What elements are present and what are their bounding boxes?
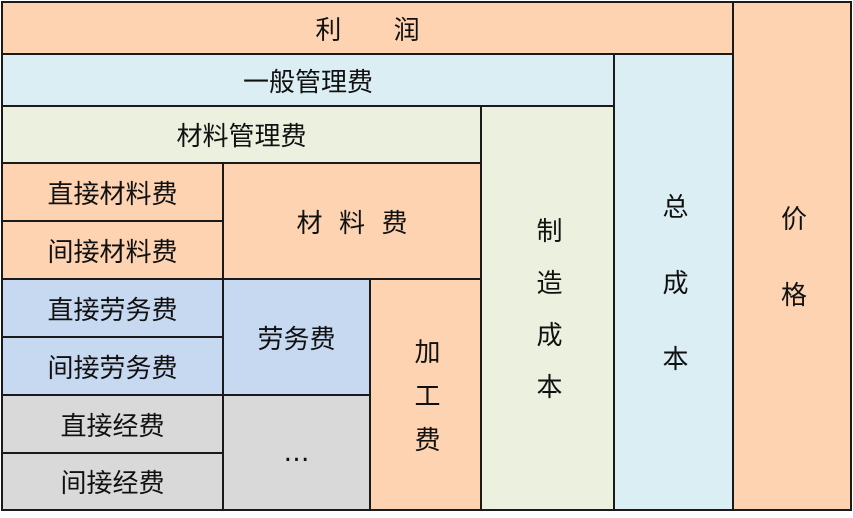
indirect-expense-cell: 间接经费 [1, 452, 224, 511]
indirect-expense-label: 间接经费 [60, 469, 165, 499]
labor-fee-cell: 劳务费 [222, 278, 371, 396]
profit-label: 利 润 [315, 15, 442, 46]
direct-material-fee-cell: 直接材料费 [1, 162, 224, 222]
ellipsis-label: … [283, 437, 310, 468]
processing-fee-cell: 加工费 [369, 278, 482, 511]
material-fee-label: 材 料 费 [296, 208, 408, 239]
total-cost-cell: 总成本 [613, 53, 734, 511]
total-cost-label: 总成本 [658, 193, 688, 421]
price-label: 价格 [776, 205, 807, 357]
processing-fee-label: 加工费 [410, 337, 440, 470]
indirect-labor-fee-cell: 间接劳务费 [1, 336, 224, 396]
direct-expense-label: 直接经费 [60, 411, 165, 442]
direct-expense-cell: 直接经费 [1, 394, 224, 454]
manufacturing-cost-label: 制造成本 [532, 217, 562, 425]
direct-labor-fee-cell: 直接劳务费 [1, 278, 224, 338]
indirect-labor-fee-label: 间接劳务费 [47, 353, 178, 384]
labor-fee-label: 劳务费 [257, 324, 336, 355]
general-admin-fee-label: 一般管理费 [242, 67, 373, 98]
other-expense-cell: … [222, 394, 371, 511]
price-cell: 价格 [732, 1, 852, 511]
general-admin-fee-cell: 一般管理费 [1, 53, 615, 107]
direct-material-fee-label: 直接材料费 [47, 179, 178, 210]
material-fee-cell: 材 料 费 [222, 162, 482, 280]
material-admin-fee-label: 材料管理费 [176, 122, 307, 152]
profit-cell: 利 润 [1, 1, 734, 55]
direct-labor-fee-label: 直接劳务费 [47, 295, 178, 326]
indirect-material-fee-label: 间接材料费 [47, 237, 178, 268]
material-admin-fee-cell: 材料管理费 [1, 105, 482, 164]
indirect-material-fee-cell: 间接材料费 [1, 220, 224, 280]
manufacturing-cost-cell: 制造成本 [480, 105, 615, 511]
